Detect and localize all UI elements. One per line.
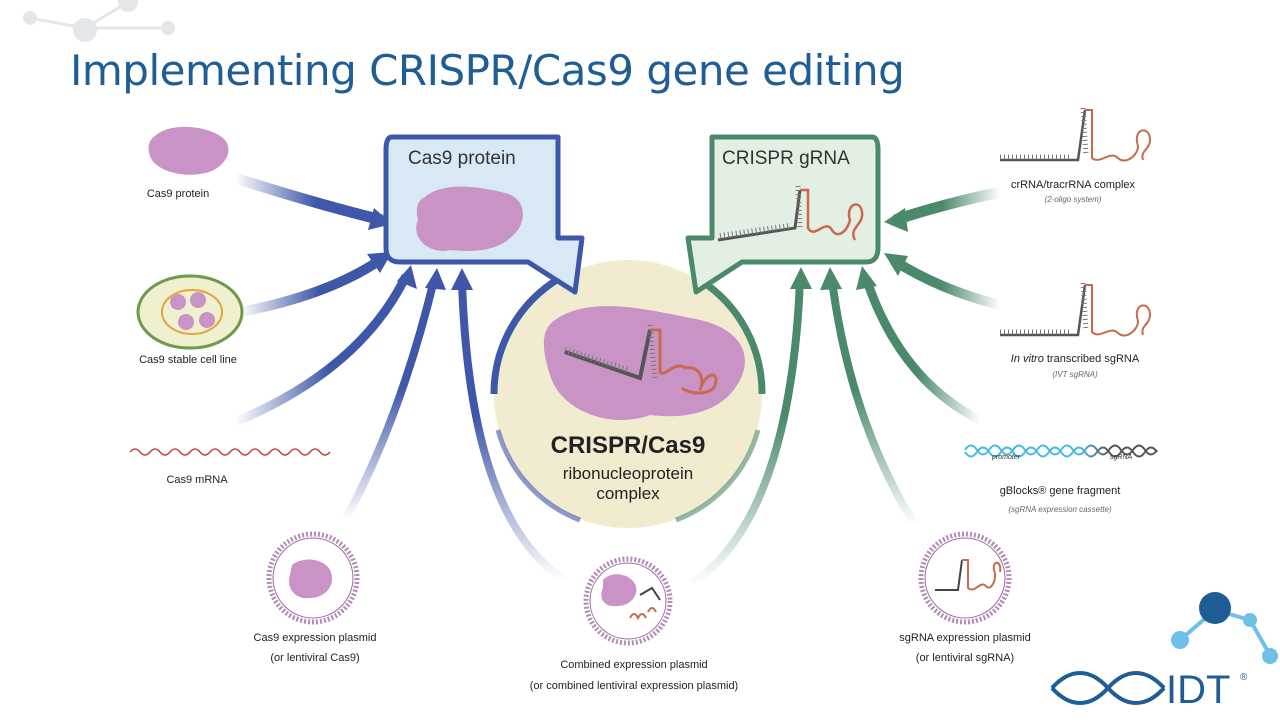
ivt-sub: (IVT sgRNA) bbox=[1052, 370, 1098, 379]
cas9-plasmid-label: Cas9 expression plasmid bbox=[254, 632, 377, 644]
crispr-grna-box: CRISPR gRNA bbox=[685, 134, 881, 295]
crrna-label: crRNA/tracrRNA complex bbox=[1011, 179, 1136, 191]
rnp-complex-circle: CRISPR/Cas9 ribonucleoprotein complex bbox=[490, 260, 766, 528]
combined-plasmid-label: Combined expression plasmid bbox=[560, 659, 707, 671]
crrna-complex-icon bbox=[1000, 107, 1152, 162]
source-cas9-mrna: Cas9 mRNA bbox=[129, 448, 331, 486]
cas9-plasmid-sub: (or lentiviral Cas9) bbox=[270, 652, 359, 664]
ivt-label: In vitro transcribed sgRNA bbox=[1011, 353, 1140, 365]
mrna-wave-icon bbox=[129, 448, 331, 456]
sgrna-plasmid-icon bbox=[918, 531, 1012, 625]
source-crrna-tracrrna: crRNA/tracrRNA complex (2-oligo system) bbox=[1000, 107, 1152, 204]
ivt-sgrna-icon bbox=[1000, 282, 1152, 337]
sgrna-plasmid-sub: (or lentiviral sgRNA) bbox=[916, 652, 1014, 664]
center-line3: complex bbox=[596, 484, 660, 503]
gblocks-sub: (sgRNA expression cassette) bbox=[1008, 505, 1112, 514]
gblock-sgrna-label: sgRNA bbox=[1110, 454, 1133, 461]
molecule-decoration-icon bbox=[23, 0, 175, 42]
cas9-mrna-label: Cas9 mRNA bbox=[166, 474, 228, 486]
cell-line-icon bbox=[136, 274, 244, 350]
plasmid-icon bbox=[266, 531, 360, 625]
source-sgrna-plasmid: sgRNA expression plasmid (or lentiviral … bbox=[899, 531, 1031, 664]
idt-logo-reg: ® bbox=[1240, 672, 1248, 683]
molecule-logo-icon bbox=[1171, 592, 1278, 664]
cas9-protein-box-title: Cas9 protein bbox=[408, 148, 516, 169]
source-ivt-sgrna: In vitro transcribed sgRNA (IVT sgRNA) bbox=[1000, 282, 1152, 379]
cas9-protein-label: Cas9 protein bbox=[147, 188, 209, 200]
source-combined-plasmid: Combined expression plasmid (or combined… bbox=[530, 556, 738, 692]
gblock-promoter-label: promoter bbox=[991, 454, 1021, 461]
idt-logo: IDT ® bbox=[1050, 592, 1278, 712]
combined-plasmid-sub: (or combined lentiviral expression plasm… bbox=[530, 680, 738, 692]
cas9-protein-box: Cas9 protein bbox=[383, 134, 585, 295]
crispr-grna-box-title: CRISPR gRNA bbox=[722, 148, 850, 169]
center-title: CRISPR/Cas9 bbox=[551, 432, 706, 459]
gblocks-label: gBlocks® gene fragment bbox=[1000, 485, 1121, 497]
source-cas9-plasmid: Cas9 expression plasmid (or lentiviral C… bbox=[254, 531, 377, 664]
dna-helix-logo-icon bbox=[1050, 671, 1166, 705]
source-cas9-protein: Cas9 protein bbox=[147, 126, 229, 200]
cas9-cell-line-label: Cas9 stable cell line bbox=[139, 354, 237, 366]
source-cas9-cell-line: Cas9 stable cell line bbox=[136, 274, 244, 366]
cas9-protein-icon bbox=[148, 126, 229, 175]
crrna-sub: (2-oligo system) bbox=[1045, 195, 1102, 204]
green-arrows bbox=[687, 186, 1002, 589]
source-gblocks: promoter sgRNA gBlocks® gene fragment (s… bbox=[964, 444, 1158, 514]
slide-title: Implementing CRISPR/Cas9 gene editing bbox=[70, 46, 905, 95]
sgrna-plasmid-label: sgRNA expression plasmid bbox=[899, 632, 1030, 644]
center-line2: ribonucleoprotein bbox=[563, 464, 693, 483]
gblock-dna-icon bbox=[964, 444, 1158, 458]
combined-plasmid-icon bbox=[583, 556, 673, 646]
idt-logo-text: IDT bbox=[1166, 668, 1230, 712]
